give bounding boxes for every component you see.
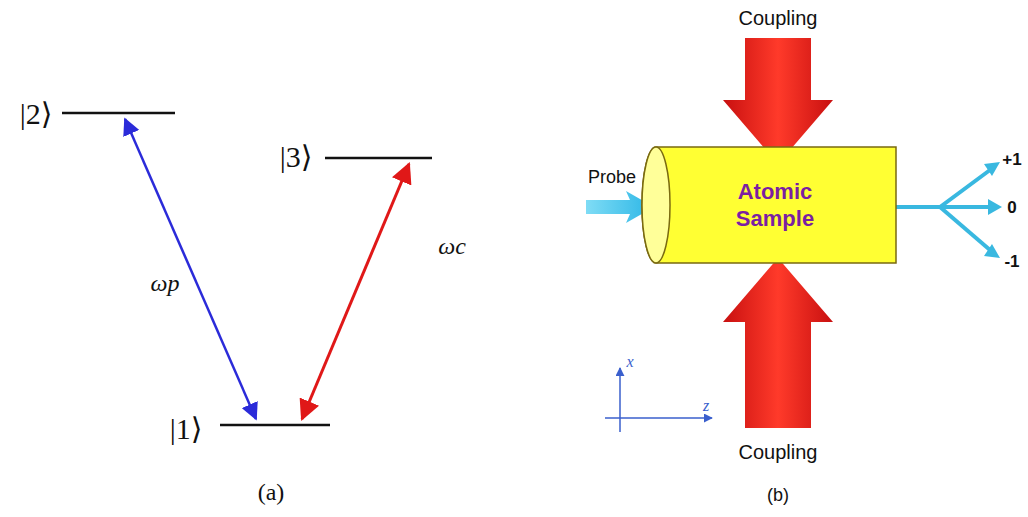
order-label: +1 [1002,151,1021,170]
x-axis [619,368,621,432]
output-heads [984,162,1002,258]
ket-label: |3⟩ [280,140,313,173]
sample-label: Atomic Sample [700,178,850,233]
output-beams [895,170,990,250]
frequency-label: ωp [151,270,180,296]
energy-level [62,112,175,115]
axis-label: z [703,397,709,415]
order-label: 0 [1007,199,1016,218]
ket-label: |1⟩ [170,412,203,445]
beam-label: Coupling [739,7,818,29]
atomic-sample-cylinder: Atomic Sample [640,145,898,265]
coupling-arrow [723,258,833,428]
energy-level [220,424,330,427]
panel-label: (b) [767,486,789,506]
order-label: -1 [1004,253,1019,272]
cylinder-outline [640,145,898,265]
beam-label: Probe [588,168,636,188]
coupling-arrow [723,38,833,164]
probe-transition [125,119,256,419]
energy-level [325,157,432,160]
axis-label: x [626,353,633,371]
z-axis [605,417,712,419]
coupling-transition [302,164,409,419]
ket-label: |2⟩ [20,97,53,130]
panel-label: (a) [258,479,285,505]
beam-label: Coupling [739,441,818,463]
frequency-label: ωc [438,233,466,259]
